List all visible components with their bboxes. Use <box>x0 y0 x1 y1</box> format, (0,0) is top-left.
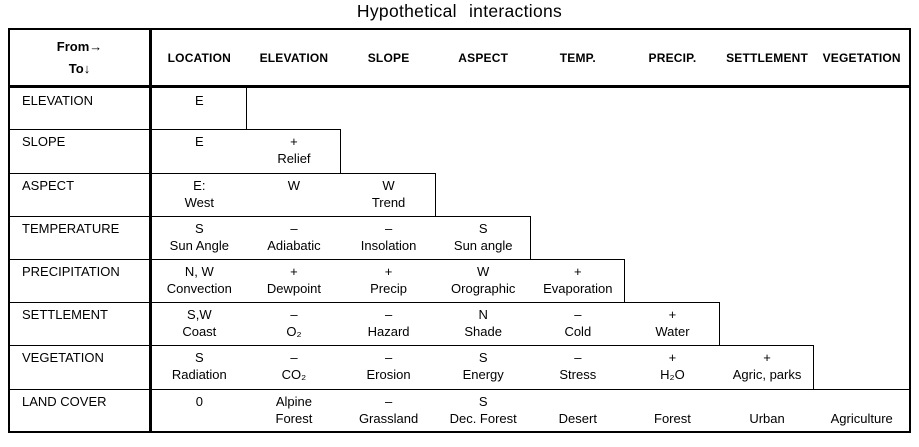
staircase-edge <box>340 129 341 173</box>
page-title: Hypothetical interactions <box>356 1 563 21</box>
row-cells: E <box>152 92 247 126</box>
matrix-cell: N, W Convection <box>166 264 232 296</box>
staircase-edge <box>530 216 531 259</box>
from-direction-label: From→ <box>56 39 103 54</box>
matrix-cell: – Cold <box>564 307 592 339</box>
row-label: PRECIPITATION <box>22 264 120 279</box>
row-cells: E + Relief <box>152 133 341 167</box>
matrix-cell: Alpine Forest <box>275 394 313 426</box>
row-elevation: ELEVATION E <box>10 88 909 129</box>
row-cells: E: West W W Trend <box>152 177 436 211</box>
interaction-matrix-table: From→ To↓ LOCATION ELEVATION SLOPE ASPEC… <box>8 28 911 433</box>
matrix-cell: E <box>194 93 204 108</box>
matrix-cell: – O₂ <box>286 307 302 339</box>
row-separator-line <box>10 345 814 346</box>
matrix-cell: E <box>194 134 204 149</box>
row-vegetation: VEGETATION S Radiation – CO₂ – Erosion S… <box>10 345 909 389</box>
matrix-cell: Urban <box>749 411 785 426</box>
column-header-slope: SLOPE <box>367 50 410 65</box>
row-cells: 0 Alpine Forest – Grassland S Dec. Fores… <box>152 393 909 427</box>
row-slope: SLOPE E + Relief <box>10 129 909 173</box>
matrix-cell: Forest <box>654 411 691 426</box>
matrix-cell: + Relief <box>277 134 311 166</box>
matrix-cell: W Orographic <box>451 264 516 296</box>
corner-cell: From→ To↓ <box>10 30 149 85</box>
staircase-edge <box>246 88 247 129</box>
matrix-cell: + Agric, parks <box>732 350 802 382</box>
matrix-cell: E: West <box>184 178 214 210</box>
matrix-cell: – Grassland <box>358 394 419 426</box>
row-label: SETTLEMENT <box>22 307 108 322</box>
row-precipitation: PRECIPITATION N, W Convection + Dewpoint… <box>10 259 909 302</box>
matrix-cell: N Shade <box>464 307 502 339</box>
header-column-divider <box>149 30 152 431</box>
matrix-cell: W Trend <box>371 178 406 210</box>
row-label: VEGETATION <box>22 350 104 365</box>
row-label: TEMPERATURE <box>22 221 120 236</box>
matrix-cell: + Water <box>655 307 690 339</box>
row-separator-line <box>10 259 625 260</box>
row-cells: S Sun Angle – Adiabatic – Insolation S S… <box>152 220 531 254</box>
staircase-edge <box>813 345 814 389</box>
row-label: SLOPE <box>22 134 66 149</box>
matrix-cell: – Insolation <box>360 221 417 253</box>
row-label: ASPECT <box>22 178 75 193</box>
matrix-cell: – Adiabatic <box>267 221 321 253</box>
matrix-cell: S Sun angle <box>453 221 513 253</box>
matrix-cell: + Evaporation <box>543 264 613 296</box>
matrix-cell: S,W Coast <box>182 307 217 339</box>
row-separator-line <box>10 302 720 303</box>
row-separator-line <box>10 129 341 130</box>
column-header-settlement: SETTLEMENT <box>726 50 809 65</box>
column-header-aspect: ASPECT <box>458 50 509 65</box>
matrix-cell: – Stress <box>559 350 597 382</box>
matrix-cell: S Radiation <box>171 350 227 382</box>
row-land-cover: LAND COVER 0 Alpine Forest – Grassland S… <box>10 389 909 431</box>
column-headers: LOCATION ELEVATION SLOPE ASPECT TEMP. PR… <box>152 30 909 85</box>
matrix-cell: S Dec. Forest <box>449 394 517 426</box>
matrix-cell: S Energy <box>462 350 504 382</box>
staircase-edge <box>719 302 720 345</box>
matrix-cell: 0 <box>195 394 203 409</box>
matrix-cell: W <box>287 178 301 193</box>
row-cells: N, W Convection + Dewpoint + Precip W Or… <box>152 263 625 297</box>
column-header-precip: PRECIP. <box>648 50 697 65</box>
row-settlement: SETTLEMENT S,W Coast – O₂ – Hazard N Sha… <box>10 302 909 345</box>
row-aspect: ASPECT E: West W W Trend <box>10 173 909 216</box>
row-cells: S,W Coast – O₂ – Hazard N Shade – Cold +… <box>152 306 720 340</box>
staircase-edge <box>435 173 436 216</box>
column-header-vegetation: VEGETATION <box>822 50 901 65</box>
column-header-elevation: ELEVATION <box>259 50 329 65</box>
matrix-cell: S Sun Angle <box>169 221 229 253</box>
row-separator-line <box>10 216 531 217</box>
column-header-temp: TEMP. <box>559 50 596 65</box>
matrix-cell: – Hazard <box>367 307 410 339</box>
row-separator-line <box>10 389 909 390</box>
matrix-cell: + Dewpoint <box>266 264 322 296</box>
row-label: LAND COVER <box>22 394 107 409</box>
to-direction-label: To↓ <box>68 61 91 76</box>
row-cells: S Radiation – CO₂ – Erosion S Energy – S… <box>152 349 814 383</box>
column-header-location: LOCATION <box>167 50 231 65</box>
matrix-cell: Desert <box>558 411 597 426</box>
matrix-cell: + Precip <box>370 264 407 296</box>
matrix-cell: – CO₂ <box>281 350 307 382</box>
row-separator-line <box>10 173 436 174</box>
header-separator-line <box>10 85 909 88</box>
matrix-cell: + H₂O <box>660 350 685 382</box>
matrix-cell: Agriculture <box>830 411 893 426</box>
row-label: ELEVATION <box>22 93 94 108</box>
matrix-cell: – Erosion <box>366 350 411 382</box>
row-temperature: TEMPERATURE S Sun Angle – Adiabatic – In… <box>10 216 909 259</box>
staircase-edge <box>624 259 625 302</box>
